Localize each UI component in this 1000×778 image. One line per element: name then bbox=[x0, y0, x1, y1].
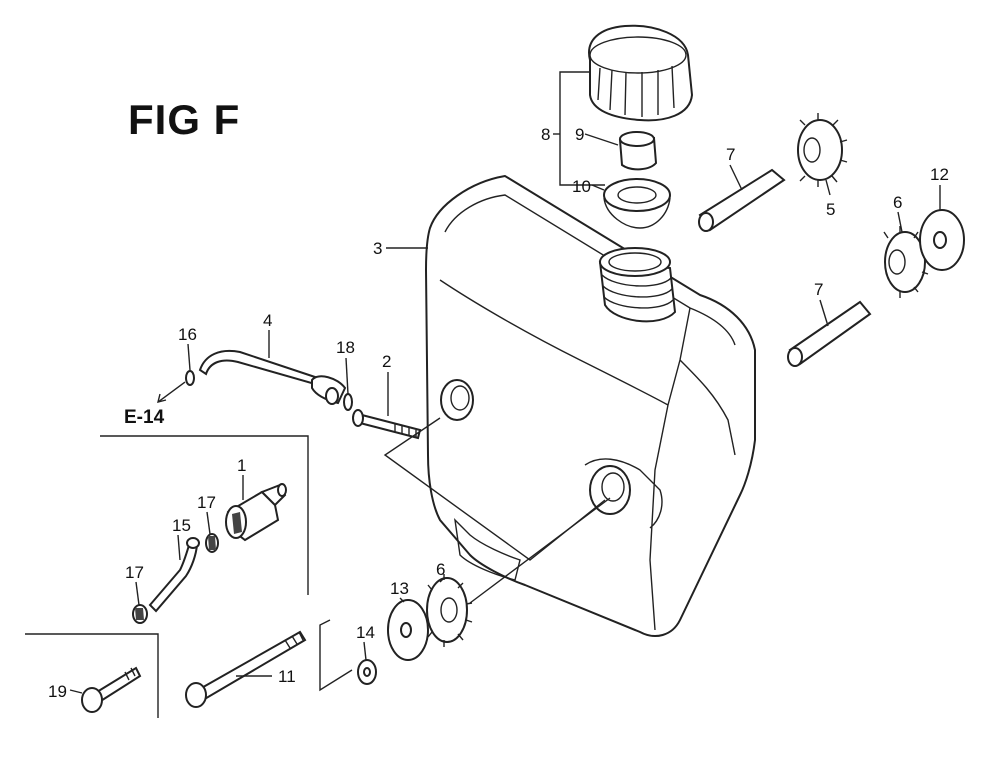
clip-17-lower bbox=[132, 604, 148, 624]
callout-17-upper: 17 bbox=[197, 493, 216, 512]
washer-12 bbox=[919, 209, 965, 271]
grommet-6-right bbox=[883, 226, 929, 298]
callout-10: 10 bbox=[572, 177, 591, 196]
callout-labels: 8 9 10 3 7 5 12 6 7 4 16 18 2 1 17 15 17… bbox=[48, 125, 949, 701]
callout-5: 5 bbox=[826, 200, 835, 219]
reference-label: E-14 bbox=[124, 407, 165, 428]
callout-3: 3 bbox=[373, 239, 382, 258]
bolt-19 bbox=[81, 666, 142, 713]
callout-11: 11 bbox=[278, 667, 296, 686]
washer-14 bbox=[357, 659, 377, 685]
callout-19: 19 bbox=[48, 682, 67, 701]
callout-13: 13 bbox=[390, 579, 409, 598]
grommet-5 bbox=[797, 113, 848, 187]
callout-7-upper: 7 bbox=[726, 145, 735, 164]
bolt-11 bbox=[185, 630, 307, 708]
callout-16: 16 bbox=[178, 325, 197, 344]
callout-14: 14 bbox=[356, 623, 375, 642]
bolt-2 bbox=[352, 409, 422, 440]
callout-4: 4 bbox=[263, 311, 272, 330]
cap-filter bbox=[618, 131, 658, 171]
callout-1: 1 bbox=[237, 456, 246, 475]
leader-lines bbox=[25, 71, 941, 718]
fuel-cap bbox=[588, 24, 694, 122]
fuel-hose-4 bbox=[198, 350, 347, 405]
callout-18: 18 bbox=[336, 338, 355, 357]
callout-12: 12 bbox=[930, 165, 949, 184]
grommet-6-lower bbox=[426, 574, 473, 647]
mount-tube-upper bbox=[698, 168, 786, 232]
callout-6-lower: 6 bbox=[436, 560, 445, 579]
clip-18 bbox=[343, 393, 353, 411]
callout-9: 9 bbox=[575, 125, 584, 144]
callout-6-right: 6 bbox=[893, 193, 902, 212]
callout-15: 15 bbox=[172, 516, 191, 535]
washer-13 bbox=[387, 599, 429, 661]
strainer-ring bbox=[603, 178, 671, 229]
callout-17-lower: 17 bbox=[125, 563, 144, 582]
callout-2: 2 bbox=[382, 352, 391, 371]
mount-tube-lower bbox=[787, 300, 872, 367]
fuel-tank bbox=[424, 174, 756, 637]
clip-16 bbox=[185, 370, 195, 386]
fuel-hose-15 bbox=[148, 537, 200, 613]
fuel-valve-1 bbox=[225, 483, 287, 542]
clip-17-upper bbox=[205, 533, 219, 553]
callout-7-lower: 7 bbox=[814, 280, 823, 299]
callout-8: 8 bbox=[541, 125, 550, 144]
figure-title: FIG F bbox=[128, 96, 241, 143]
